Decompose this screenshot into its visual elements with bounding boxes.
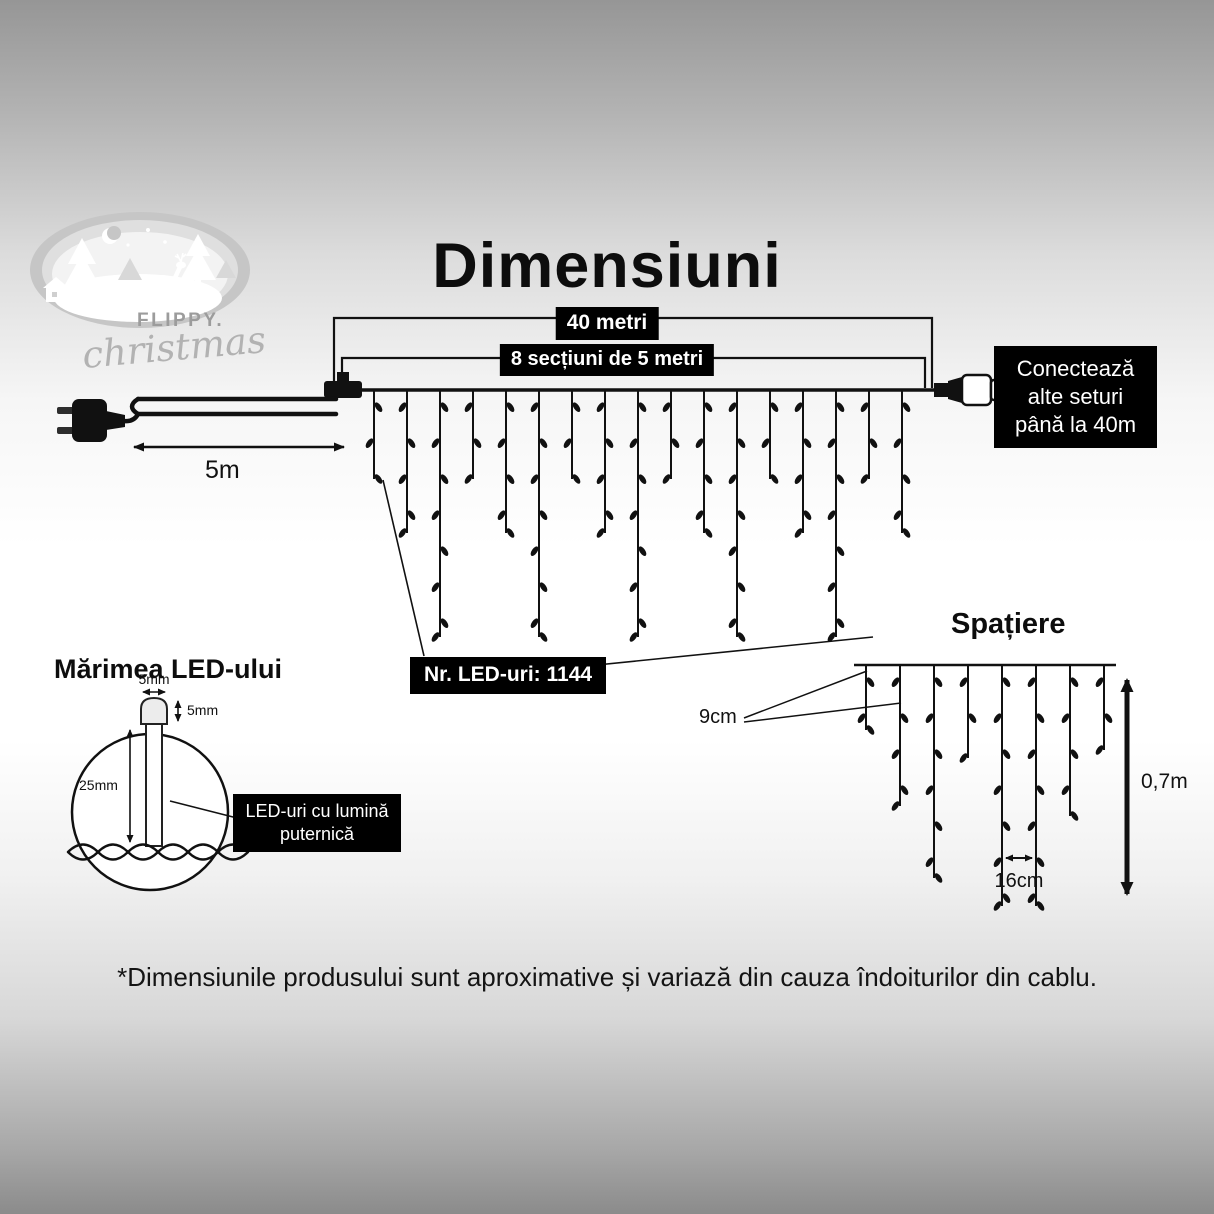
- gap-leader-2: [743, 702, 902, 723]
- tree-icon: [216, 260, 236, 278]
- star-icon: [163, 240, 167, 244]
- lead-cable: [129, 396, 339, 417]
- house-icon: [43, 277, 69, 302]
- tree-icon: [62, 238, 102, 300]
- sections-label: 8 secțiuni de 5 metri: [499, 344, 715, 376]
- led-count-leader-right: [576, 636, 874, 668]
- controller-connector-icon: [324, 372, 362, 398]
- spacing-curtain-drops: [857, 666, 1113, 911]
- deer-icon: [146, 252, 187, 300]
- gap-leader-1: [743, 670, 868, 719]
- star-icon: [146, 228, 150, 232]
- disclaimer-text: *Dimensiunile produsului sunt aproximati…: [117, 962, 1097, 992]
- led-size-heading: Mărimea LED-ului: [54, 654, 283, 684]
- led-callout-label: LED-uri cu lumină puternică: [233, 794, 401, 853]
- power-plug-icon: [57, 399, 141, 442]
- extension-connector-icon: [934, 373, 1004, 407]
- led-gap-label: 16cm: [994, 870, 1044, 892]
- twisted-cable-icon: [66, 843, 250, 861]
- led-length-label: 25mm: [79, 777, 118, 793]
- lead-length-label: 5m: [205, 456, 240, 484]
- moon-icon: [102, 226, 121, 244]
- total-length-label: 40 metri: [555, 307, 659, 340]
- led-body: [145, 723, 163, 847]
- drop-height-label: 0,7m: [1141, 770, 1188, 793]
- led-count-label: Nr. LED-uri: 1144: [410, 657, 607, 694]
- led-cap: [140, 696, 168, 725]
- logo-illustration: [30, 212, 250, 328]
- top-gap-label: 9cm: [699, 706, 737, 728]
- connect-sets-label: Conectează alte seturi până la 40m: [994, 346, 1157, 449]
- led-callout-leader: [169, 800, 238, 819]
- tree-icon: [180, 234, 216, 289]
- page-title: Dimensiuni: [432, 231, 782, 301]
- logo-brand-text: FLIPPY.: [137, 310, 225, 331]
- star-icon: [126, 243, 130, 247]
- tree-icon: [118, 258, 142, 280]
- main-curtain-drops: [365, 391, 911, 642]
- led-cap-height-label: 5mm: [187, 702, 219, 718]
- led-width-label: 5mm: [138, 671, 170, 687]
- led-count-leader-left: [382, 479, 425, 657]
- spacing-heading: Spațiere: [951, 608, 1066, 640]
